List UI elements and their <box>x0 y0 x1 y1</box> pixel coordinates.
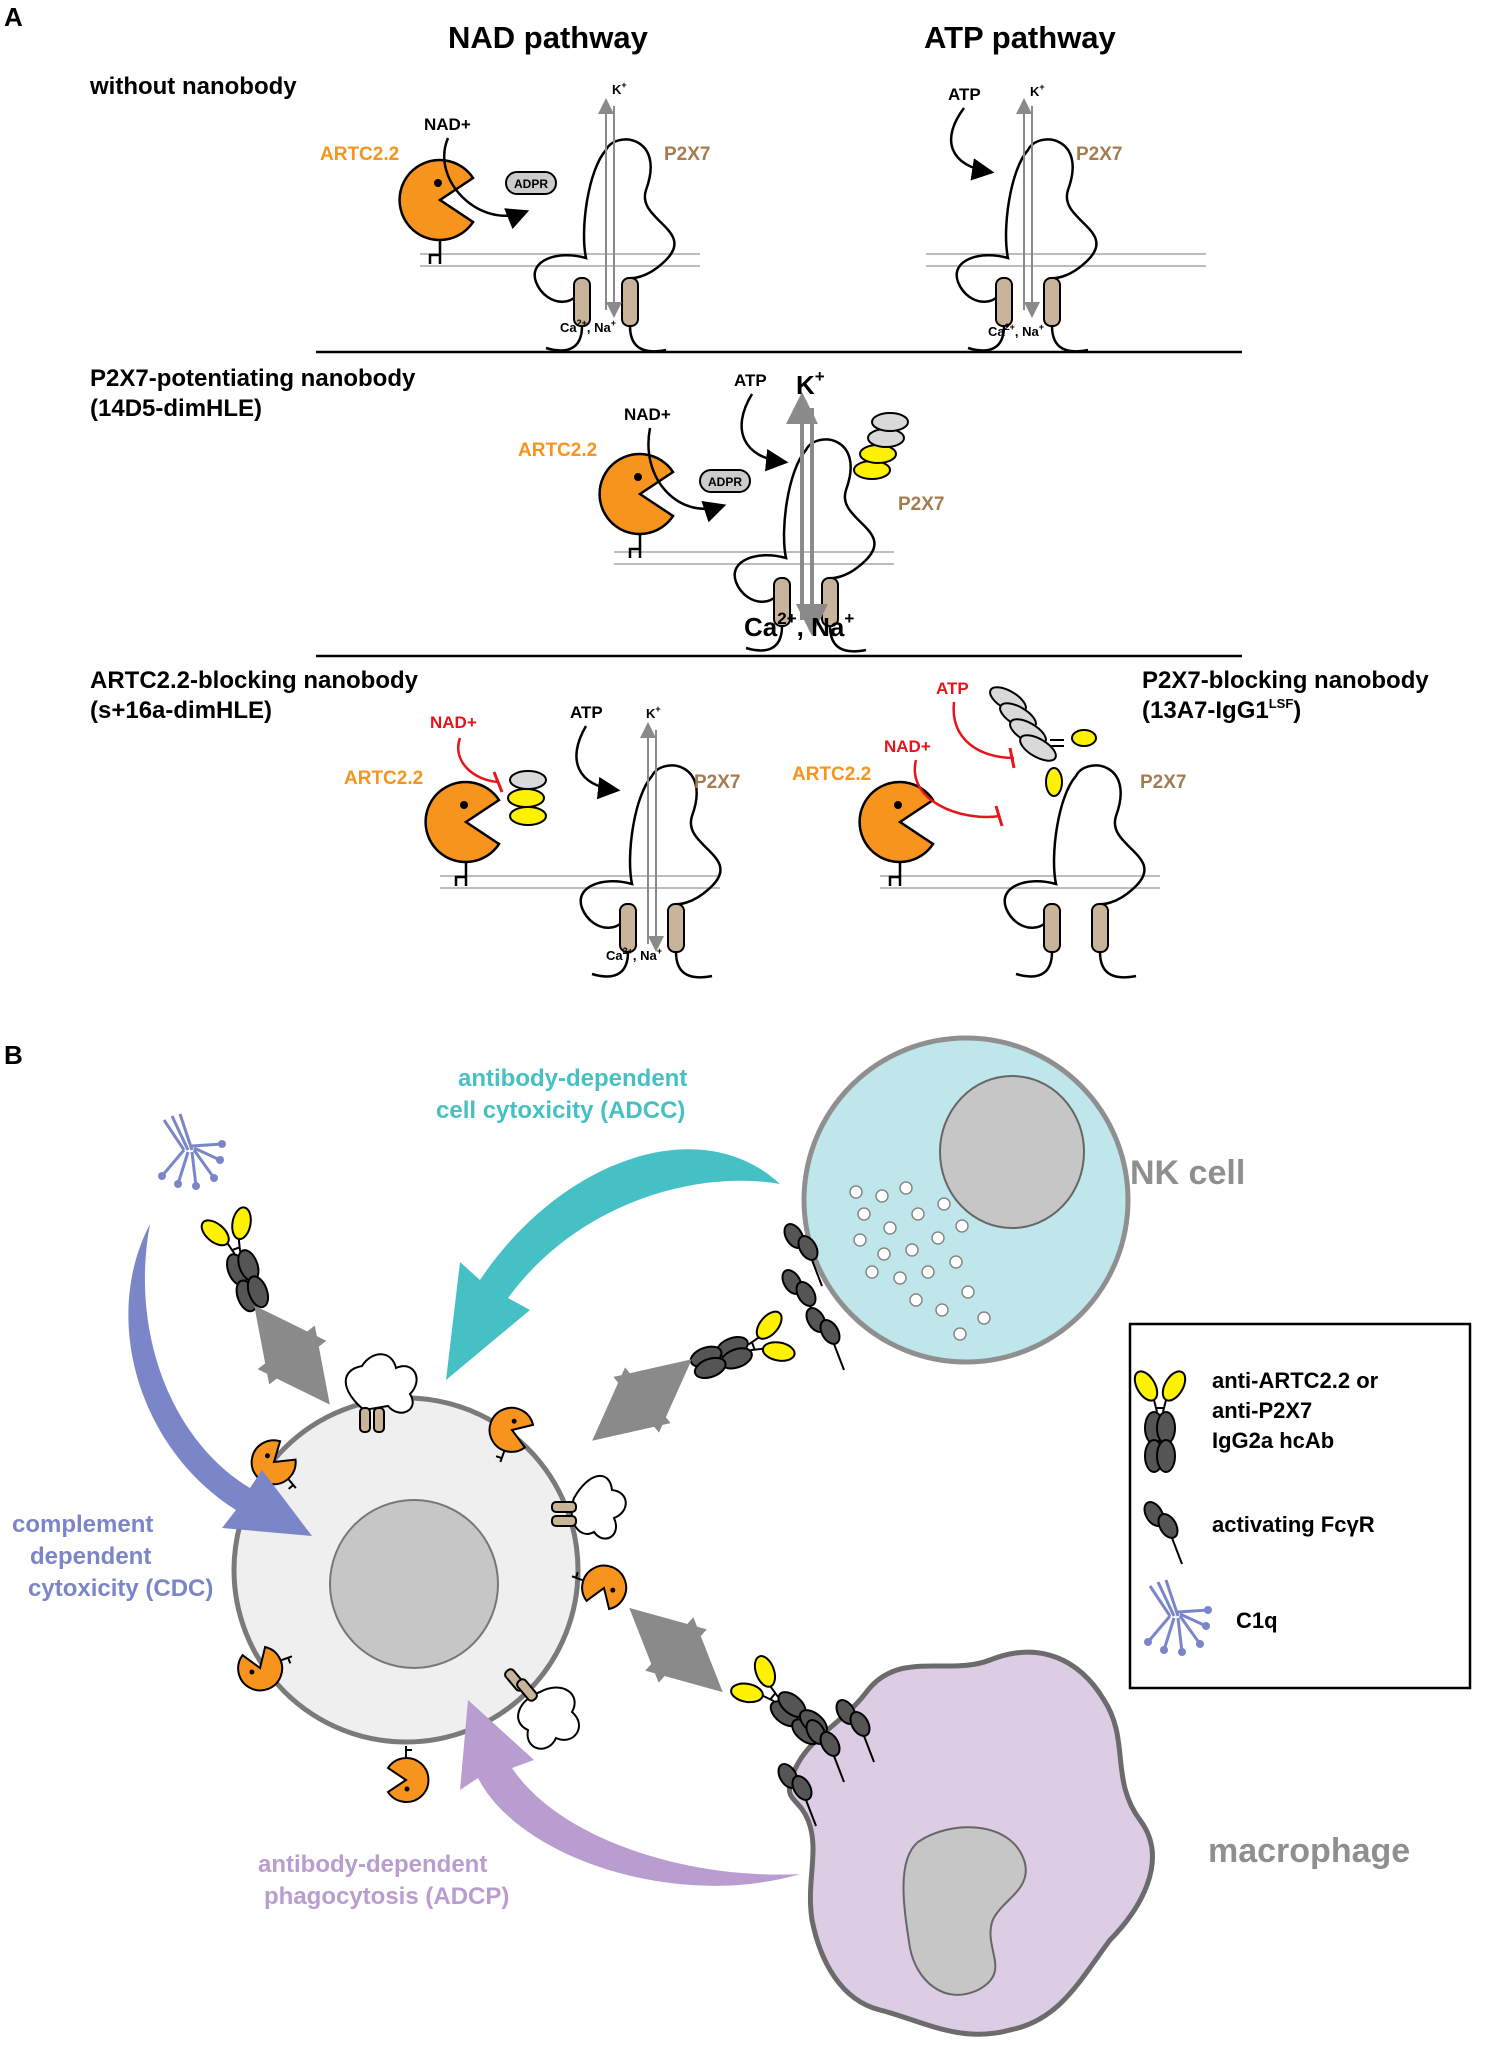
interaction-arrow <box>254 1305 330 1405</box>
p2x7-blocking-antibody <box>989 686 1097 797</box>
row-label-artc-blocking: ARTC2.2-blocking nanobody <box>90 667 419 694</box>
legend-fcr: activating FcγR <box>1212 1512 1375 1537</box>
hcab-antibody <box>681 1303 803 1397</box>
artc-enzyme <box>387 1745 430 1803</box>
artc-label: ARTC2.2 <box>792 764 871 785</box>
k-ion-label: K+ <box>646 704 661 721</box>
macrophage-label: macrophage <box>1208 1832 1410 1870</box>
k-ion-label: K+ <box>1030 82 1045 99</box>
adpr-label: ADPR <box>708 475 742 489</box>
p2x7-receptor <box>579 764 722 979</box>
row-label-potentiating: P2X7-potentiating nanobody <box>90 365 416 392</box>
p2x7-blocking-pathway: ARTC2.2 NAD+ ATP P2X7 <box>792 679 1186 979</box>
atp-pathway-without: ATP K+ Ca2+, Na+ P2X7 <box>925 82 1207 353</box>
block-bar <box>994 805 1004 827</box>
nad-pathway-without: ARTC2.2 NAD+ ADPR K+ Ca2+, Na+ P2X7 <box>320 80 710 353</box>
adcc-label-line2: cell cytoxicity (ADCC) <box>436 1097 685 1124</box>
k-ion-label: K+ <box>796 367 825 400</box>
cdc-label-line1: complement <box>12 1511 153 1538</box>
k-ion-label: K+ <box>612 80 627 97</box>
adpr-label: ADPR <box>514 177 548 191</box>
row-label-without-nanobody: without nanobody <box>89 73 297 100</box>
target-cell <box>231 1395 581 1745</box>
p2x7-label: P2X7 <box>1140 772 1186 793</box>
interaction-arrow <box>592 1359 692 1441</box>
panel-b-label: B <box>4 1040 23 1070</box>
ca-na-ion-label: Ca2+, Na+ <box>560 318 616 335</box>
p2x7-receptor <box>551 1474 627 1540</box>
block-bar <box>1008 747 1016 769</box>
cdc-arrow <box>128 1224 312 1536</box>
row-label-potentiating-name: (14D5-dimHLE) <box>90 395 262 422</box>
legend-antibody-line1: anti-ARTC2.2 or <box>1212 1368 1379 1393</box>
fc-receptor <box>801 1303 845 1371</box>
panel-a-label: A <box>4 2 23 32</box>
legend-antibody-line2: anti-P2X7 <box>1212 1398 1312 1423</box>
macrophage <box>786 1649 1155 2037</box>
cdc-label-line2: dependent <box>30 1543 151 1570</box>
ca-na-ion-label: Ca2+, Na+ <box>744 609 854 642</box>
atp-label: ATP <box>734 371 767 390</box>
adcc-arrow <box>446 1149 780 1380</box>
legend: anti-ARTC2.2 or anti-P2X7 IgG2a hcAb act… <box>1128 1322 1472 1690</box>
potentiating-pathway: ARTC2.2 NAD+ ADPR ATP K+ Ca2+, Na+ P2X7 <box>518 367 944 653</box>
nad-pathway-header: NAD pathway <box>448 20 649 55</box>
p2x7-receptor <box>344 1353 418 1433</box>
p2x7-receptor <box>955 138 1098 353</box>
nk-cell <box>801 1035 1131 1365</box>
artc-enzyme <box>398 158 475 266</box>
nad-label: NAD+ <box>424 115 471 134</box>
atp-label: ATP <box>948 85 981 104</box>
target-nucleus <box>329 1499 499 1669</box>
cdc-label-line3: cytoxicity (CDC) <box>28 1575 213 1602</box>
nk-cell-label: NK cell <box>1130 1154 1245 1192</box>
adcp-label-line2: phagocytosis (ADCP) <box>264 1883 509 1910</box>
row-label-p2x7-blocking: P2X7-blocking nanobody <box>1142 667 1429 694</box>
macrophage-nucleus <box>902 1826 1027 1996</box>
p2x7-label: P2X7 <box>664 144 710 165</box>
adcc-label-line1: antibody-dependent <box>458 1065 687 1092</box>
artc-label: ARTC2.2 <box>518 440 597 461</box>
artc-enzyme <box>858 780 935 888</box>
nk-nucleus <box>939 1075 1085 1229</box>
legend-c1q: C1q <box>1236 1608 1278 1633</box>
adpr-badge <box>505 171 557 195</box>
adpr-badge <box>699 469 751 493</box>
interaction-arrow <box>629 1607 723 1693</box>
row-label-artc-blocking-name: (s+16a-dimHLE) <box>90 697 272 724</box>
adcp-arrow <box>460 1700 800 1886</box>
legend-antibody-line3: IgG2a hcAb <box>1212 1428 1334 1453</box>
ca-na-ion-label: Ca2+, Na+ <box>988 322 1044 339</box>
artc-enzyme <box>598 452 675 560</box>
ca-na-ion-label: Ca2+, Na+ <box>606 946 662 963</box>
p2x7-label: P2X7 <box>694 772 740 793</box>
adcp-label-line1: antibody-dependent <box>258 1851 487 1878</box>
p2x7-label: P2X7 <box>1076 144 1122 165</box>
artc-label: ARTC2.2 <box>320 144 399 165</box>
p2x7-receptor <box>1003 764 1146 979</box>
p2x7-receptor <box>504 1668 580 1750</box>
c1q-molecule <box>156 1112 228 1192</box>
artc-blocking-nanobody <box>507 770 547 826</box>
nad-label: NAD+ <box>430 713 477 732</box>
atp-label: ATP <box>570 703 603 722</box>
hcab-antibody <box>193 1199 287 1321</box>
atp-label: ATP <box>936 679 969 698</box>
artc-label: ARTC2.2 <box>344 768 423 789</box>
block-bar <box>492 771 504 793</box>
artc-blocking-pathway: ARTC2.2 NAD+ ATP K+ Ca2+, Na+ P2X7 <box>344 703 740 979</box>
p2x7-label: P2X7 <box>898 494 944 515</box>
nk-granules <box>849 1181 991 1341</box>
atp-pathway-header: ATP pathway <box>924 20 1117 55</box>
nad-label: NAD+ <box>624 405 671 424</box>
artc-enzyme <box>424 780 501 888</box>
nad-label: NAD+ <box>884 737 931 756</box>
potentiating-nanobody <box>853 412 909 480</box>
row-label-p2x7-blocking-name: (13A7-IgG1LSF) <box>1142 696 1301 724</box>
